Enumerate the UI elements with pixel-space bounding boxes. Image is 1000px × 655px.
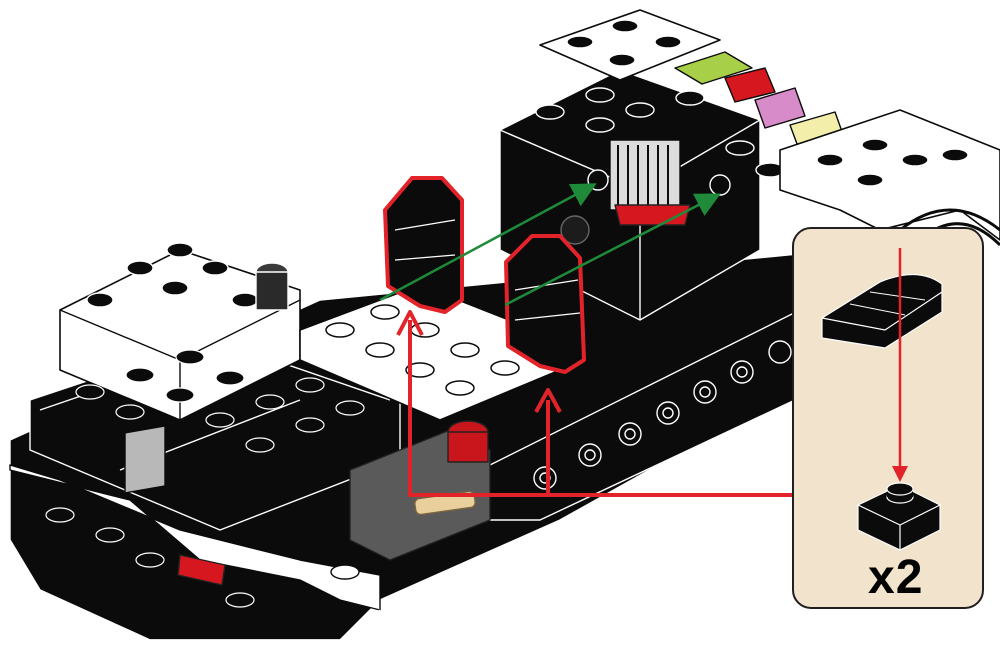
quantity-label: x2 xyxy=(868,550,978,610)
new-part-right xyxy=(506,236,584,372)
engine-cylinder xyxy=(610,140,680,210)
grille xyxy=(125,426,165,493)
